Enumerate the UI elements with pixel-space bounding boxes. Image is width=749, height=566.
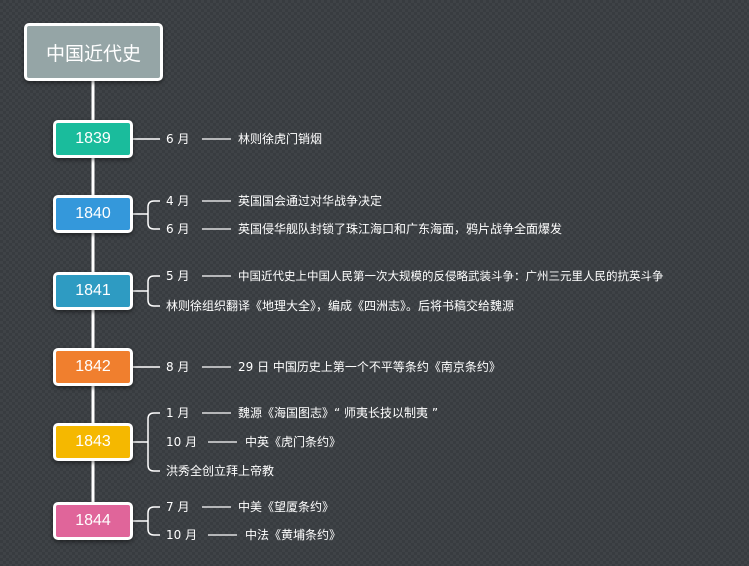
event-text[interactable]: 中美《望厦条约》 — [238, 500, 335, 514]
branch-1844 — [133, 506, 160, 536]
event-text[interactable]: 中英《虎门条约》 — [245, 435, 342, 449]
event-month: 4 月 — [166, 194, 190, 208]
year-node-1843[interactable]: 1843 — [53, 423, 133, 461]
event-text[interactable]: 29 日 中国历史上第一个不平等条约《南京条约》 — [238, 360, 501, 374]
year-node-1840[interactable]: 1840 — [53, 195, 133, 233]
event-text[interactable]: 林则徐组织翻译《地理大全》，编成《四洲志》。后将书稿交给魏源 — [166, 299, 515, 313]
event-month: 7 月 — [166, 500, 190, 514]
branch-1840 — [133, 200, 160, 230]
year-node-1841[interactable]: 1841 — [53, 272, 133, 310]
event-text[interactable]: 林则徐虎门销烟 — [238, 132, 323, 146]
event-text[interactable]: 英国侵华舰队封锁了珠江海口和广东海面，鸦片战争全面爆发 — [238, 222, 563, 236]
root-node-title[interactable]: 中国近代史 — [24, 23, 163, 81]
event-month: 10 月 — [166, 528, 198, 542]
event-month: 6 月 — [166, 222, 190, 236]
event-text[interactable]: 洪秀全创立拜上帝教 — [166, 464, 275, 478]
event-text[interactable]: 中法《黄埔条约》 — [245, 528, 342, 542]
year-node-1844[interactable]: 1844 — [53, 502, 133, 540]
branch-1841 — [133, 275, 160, 307]
event-month: 5 月 — [166, 269, 190, 283]
year-node-1839[interactable]: 1839 — [53, 120, 133, 158]
event-text[interactable]: 中国近代史上中国人民第一次大规模的反侵略武装斗争：广州三元里人民的抗英斗争 — [238, 269, 664, 283]
branch-1843 — [133, 412, 160, 472]
event-month: 8 月 — [166, 360, 190, 374]
event-text[interactable]: 魏源《海国图志》“ 师夷长技以制夷 ” — [238, 406, 439, 420]
event-month: 6 月 — [166, 132, 190, 146]
event-month: 10 月 — [166, 435, 198, 449]
event-month: 1 月 — [166, 406, 190, 420]
year-node-1842[interactable]: 1842 — [53, 348, 133, 386]
event-text[interactable]: 英国国会通过对华战争决定 — [238, 194, 383, 208]
